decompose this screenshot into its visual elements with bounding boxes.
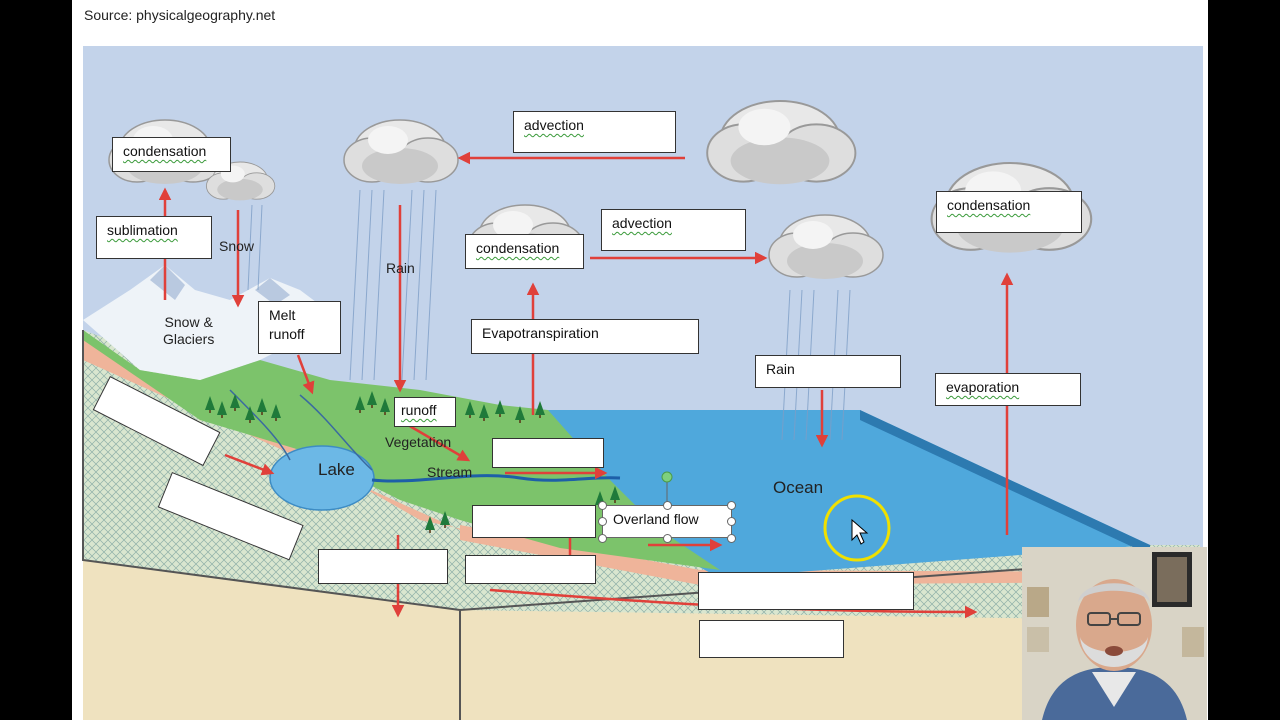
melt-runoff-text: Melt runoff [269, 307, 305, 342]
stream-label: Stream [427, 464, 473, 480]
condensation-text-3: condensation [947, 197, 1031, 213]
runoff-text: runoff [401, 402, 437, 418]
resize-handle-sw[interactable] [598, 534, 607, 543]
blank-label-box-3[interactable] [492, 438, 604, 468]
ocean-label: Ocean [773, 478, 824, 497]
sublimation-text: sublimation [107, 222, 178, 238]
lake [269, 445, 375, 511]
pointer-cursor-icon [851, 518, 869, 545]
advection-label-box-1[interactable]: advection [513, 111, 676, 153]
blank-label-box-6[interactable] [465, 555, 596, 584]
condensation-label-box-1[interactable]: condensation [112, 137, 231, 172]
resize-handle-se[interactable] [727, 534, 736, 543]
overland-flow-label-box[interactable]: Overland flow [602, 505, 732, 538]
slide: Source: physicalgeography.net [72, 0, 1208, 720]
melt-runoff-label-box[interactable]: Melt runoff [258, 301, 341, 354]
advection-text-1: advection [524, 117, 584, 133]
snow-glaciers-label: Snow & Glaciers [163, 314, 215, 347]
snow-label: Snow [219, 238, 255, 254]
condensation-label-box-3[interactable]: condensation [936, 191, 1082, 233]
evaporation-label-box[interactable]: evaporation [935, 373, 1081, 406]
condensation-text-1: condensation [123, 143, 207, 159]
rain-box-text: Rain [766, 361, 795, 377]
evapotranspiration-label-box[interactable]: Evapotranspiration [471, 319, 699, 354]
advection-label-box-2[interactable]: advection [601, 209, 746, 251]
vegetation-label: Vegetation [385, 434, 452, 450]
runoff-label-box[interactable]: runoff [394, 397, 456, 427]
source-caption: Source: physicalgeography.net [84, 7, 276, 23]
rain-label: Rain [386, 260, 415, 276]
resize-handle-s[interactable] [663, 534, 672, 543]
sublimation-label-box[interactable]: sublimation [96, 216, 212, 259]
cursor-highlight [823, 494, 891, 562]
rotate-handle[interactable] [661, 471, 673, 483]
evaporation-text: evaporation [946, 379, 1020, 395]
evapotranspiration-text: Evapotranspiration [482, 325, 599, 341]
presenter-webcam [1022, 547, 1207, 720]
overland-flow-text: Overland flow [613, 511, 699, 527]
resize-handle-ne[interactable] [727, 501, 736, 510]
resize-handle-e[interactable] [727, 517, 736, 526]
blank-label-box-4[interactable] [472, 505, 596, 538]
resize-handle-n[interactable] [663, 501, 672, 510]
lake-label: Lake [318, 460, 355, 479]
blank-label-box-8[interactable] [699, 620, 844, 658]
rain-label-box[interactable]: Rain [755, 355, 901, 388]
blank-label-box-5[interactable] [318, 549, 448, 584]
resize-handle-w[interactable] [598, 517, 607, 526]
blank-label-box-7[interactable] [698, 572, 914, 610]
resize-handle-nw[interactable] [598, 501, 607, 510]
condensation-label-box-2[interactable]: condensation [465, 234, 584, 269]
presenter-image [1022, 547, 1207, 720]
advection-text-2: advection [612, 215, 672, 231]
condensation-text-2: condensation [476, 240, 560, 256]
